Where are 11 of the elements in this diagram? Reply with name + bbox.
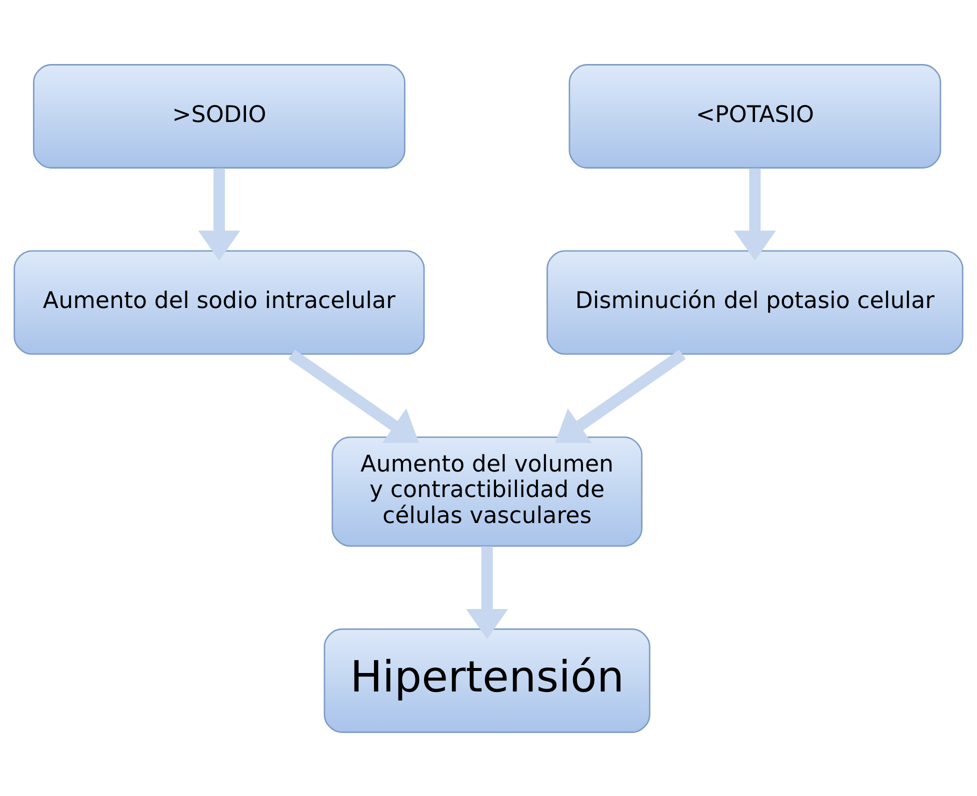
arrow	[466, 546, 508, 639]
node-box: Aumento del volumen y contractibilidad de células vasculares	[332, 436, 642, 546]
arrow	[288, 349, 419, 442]
node-box: Disminución del potasio celular	[546, 250, 964, 354]
node-box: Hipertensión	[324, 628, 650, 732]
node-box: >SODIO	[32, 64, 406, 168]
node-box: <POTASIO	[568, 64, 942, 168]
arrow	[555, 349, 686, 442]
arrow	[734, 168, 776, 260]
node-box: Aumento del sodio intracelular	[14, 250, 425, 354]
arrow	[198, 168, 240, 260]
